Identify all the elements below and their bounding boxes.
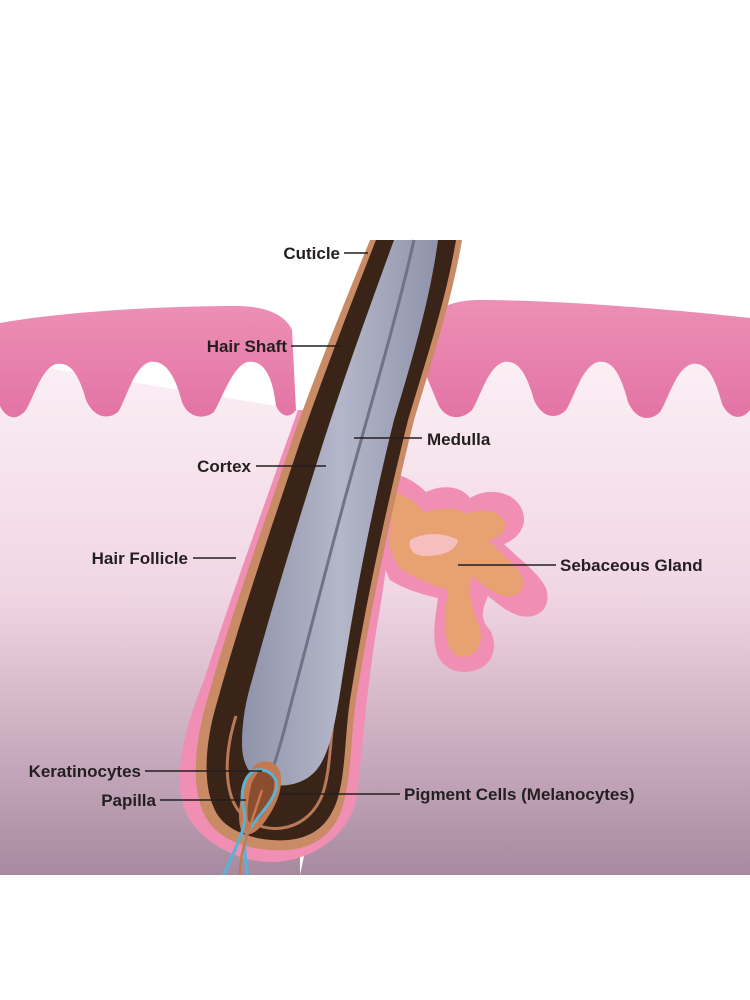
label-keratinocytes: Keratinocytes [29, 762, 141, 781]
label-pigment-cells: Pigment Cells (Melanocytes) [404, 785, 635, 804]
label-sebaceous-gland: Sebaceous Gland [560, 556, 703, 575]
blood-vessel [220, 768, 257, 879]
sebaceous-gland-highlight [409, 534, 458, 556]
label-papilla: Papilla [101, 791, 156, 810]
background-bottom [0, 875, 750, 1000]
medulla-line [270, 239, 416, 771]
label-medulla: Medulla [427, 430, 491, 449]
blood-vessel-2 [243, 768, 279, 879]
label-cortex: Cortex [197, 457, 251, 476]
sebaceous-gland-inner [378, 488, 524, 657]
sebaceous-gland [370, 470, 548, 672]
bulb-inner-lining [225, 711, 336, 830]
leader-lines [145, 252, 556, 801]
labels: Cuticle Hair Shaft Medulla Cortex Hair F… [29, 244, 703, 810]
label-cuticle: Cuticle [283, 244, 340, 263]
label-hair-shaft: Hair Shaft [207, 337, 288, 356]
epidermis-right [418, 300, 750, 418]
epidermis-left [0, 306, 296, 418]
nerve-fiber [238, 789, 264, 879]
label-hair-follicle: Hair Follicle [92, 549, 188, 568]
